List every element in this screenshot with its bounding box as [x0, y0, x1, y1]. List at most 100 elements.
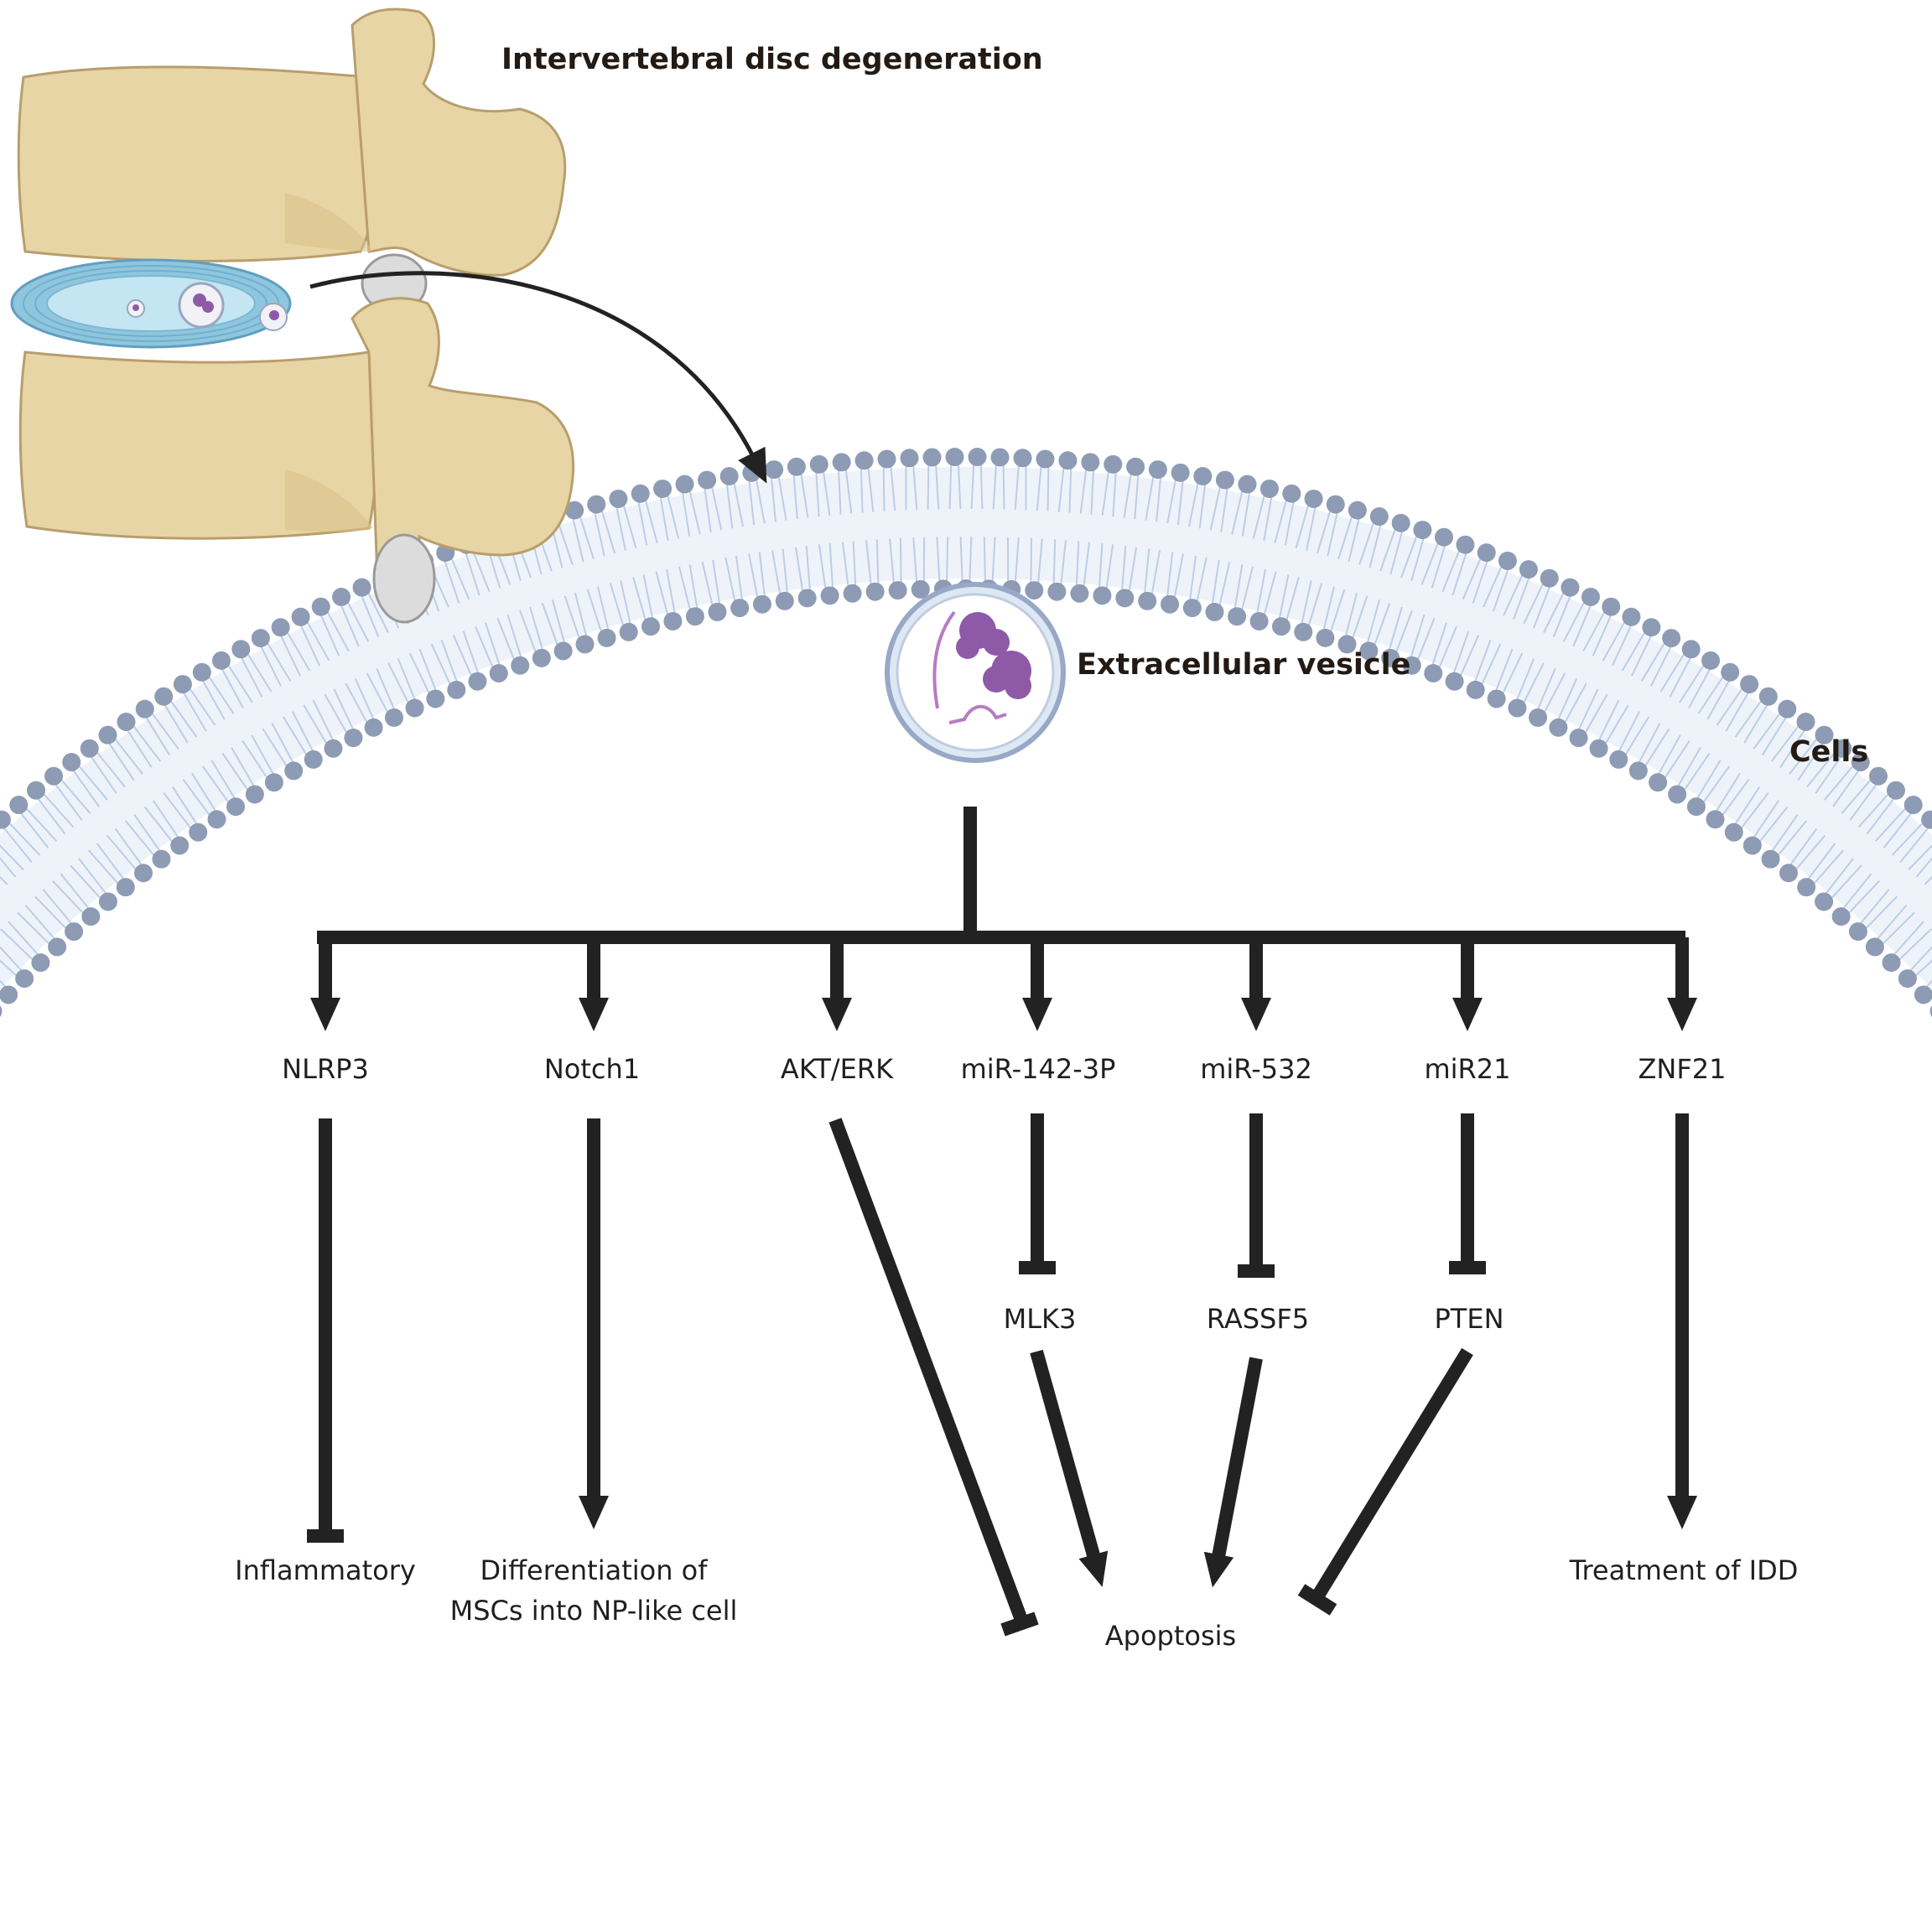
lipid-head-inner: [1797, 878, 1816, 897]
spine-illustration: [10, 8, 575, 624]
lipid-tail: [1217, 561, 1231, 613]
lipid-tail: [496, 618, 518, 667]
lipid-tail: [828, 542, 834, 595]
lipid-head-outer: [1886, 781, 1905, 800]
lipid-tail: [96, 843, 129, 886]
lipid-tail: [1306, 499, 1318, 551]
lipid-tail: [73, 759, 108, 801]
lipid-tail: [1849, 777, 1882, 821]
lipid-tail: [866, 459, 875, 512]
lipid-tail: [1893, 928, 1932, 966]
lipid-tail: [1561, 682, 1587, 730]
lipid-tail: [776, 469, 787, 521]
lipid-tail: [1832, 763, 1864, 807]
lipid-head-outer: [1304, 489, 1323, 508]
lipid-tail: [991, 537, 996, 589]
lipid-tail: [364, 585, 389, 633]
lipid-tail: [251, 734, 278, 781]
lipid-tail: [34, 895, 72, 935]
lipid-tail: [1716, 682, 1748, 726]
lipid-head-outer: [1171, 463, 1190, 482]
lipid-tail: [191, 772, 221, 818]
lipid-head-inner: [1205, 602, 1224, 621]
lipid-tail: [1462, 551, 1484, 600]
lipid-tail: [1172, 553, 1184, 605]
lipid-head-inner: [1929, 1005, 1932, 1018]
lipid-tail: [614, 499, 626, 551]
pten-inhibits-apoptosis: [1311, 1347, 1473, 1602]
lipid-tail: [354, 677, 378, 727]
lipid-tail: [1187, 475, 1201, 527]
lipid-tail: [658, 489, 669, 542]
lipid-tail: [343, 594, 370, 642]
lipid-tail: [1098, 542, 1104, 595]
lipid-tail: [599, 503, 616, 554]
lipid-head-outer: [1081, 453, 1100, 472]
lipid-tail: [1761, 710, 1791, 756]
lipid-tail: [1679, 752, 1711, 797]
node-apoptosis: Apoptosis: [1105, 1620, 1236, 1652]
lipid-tail: [0, 928, 39, 966]
lipid-tail: [292, 711, 318, 759]
lipid-head-inner: [1589, 739, 1608, 758]
lipid-tail: [1483, 559, 1506, 608]
lipid-tail: [1231, 483, 1245, 535]
lipid-head-outer: [80, 739, 99, 758]
lipid-tail: [1602, 615, 1629, 662]
lipid-head-inner: [447, 680, 466, 699]
lipid-tail: [1692, 760, 1722, 806]
disc-to-cell-arrow: [309, 271, 767, 484]
lipid-tail: [1371, 602, 1391, 652]
lipid-head-outer: [854, 451, 874, 470]
lipid-tail: [1620, 716, 1650, 762]
lipid-tail: [519, 610, 539, 660]
lipid-tail: [358, 588, 380, 638]
lipid-head-outer: [1434, 527, 1453, 547]
lipid-tail: [303, 615, 330, 662]
lipid-tail: [882, 459, 886, 511]
lipid-tail: [1472, 639, 1492, 689]
lipid-tail: [165, 693, 198, 738]
lipid-tail: [1736, 792, 1769, 835]
lipid-tail: [1194, 557, 1208, 609]
lipid-head-inner: [1882, 953, 1901, 973]
lipid-tail: [104, 736, 135, 781]
lipid-tail: [1659, 739, 1690, 785]
lipid-tail: [152, 800, 184, 844]
lipid-tail: [1187, 555, 1197, 608]
lipid-head-outer: [1058, 451, 1078, 470]
lipid-tail: [1513, 570, 1533, 620]
lipid-head-inner: [1706, 810, 1725, 829]
lipid-tail: [1754, 806, 1789, 848]
lipid-tail: [1452, 545, 1470, 596]
lipid-tail: [1688, 662, 1715, 708]
lipid-tail: [948, 457, 953, 510]
lipid-head-outer: [332, 587, 351, 606]
lower-vertebra-shading: [285, 470, 373, 532]
lipid-tail: [1436, 625, 1457, 675]
lipid-head-outer: [945, 448, 964, 467]
lipid-tail: [609, 583, 626, 634]
lipid-tail: [1348, 511, 1362, 563]
lipid-tail: [1166, 472, 1178, 524]
lipid-tail: [223, 658, 253, 703]
lipid-head-inner: [1831, 907, 1851, 926]
lipid-tail: [792, 467, 798, 520]
lipid-head-inner: [619, 622, 638, 641]
upper-vertebra-process: [351, 8, 567, 277]
lipid-tail: [642, 492, 658, 544]
lipid-tail: [1669, 650, 1696, 698]
lipid-tail: [78, 858, 112, 900]
lipid-tail: [1826, 864, 1862, 905]
lipid-tail: [1789, 732, 1823, 775]
lipid-head-inner: [31, 953, 50, 973]
lipid-tail: [945, 537, 949, 589]
lipid-head-inner: [65, 922, 84, 942]
lipid-tail: [875, 539, 880, 592]
lipid-tail: [1841, 773, 1877, 814]
lipid-tail: [1654, 734, 1681, 781]
lipid-tail: [1634, 723, 1661, 770]
lipid-head-outer: [1681, 640, 1701, 659]
lipid-head-outer: [291, 607, 310, 626]
lipid-tail: [1891, 817, 1929, 856]
